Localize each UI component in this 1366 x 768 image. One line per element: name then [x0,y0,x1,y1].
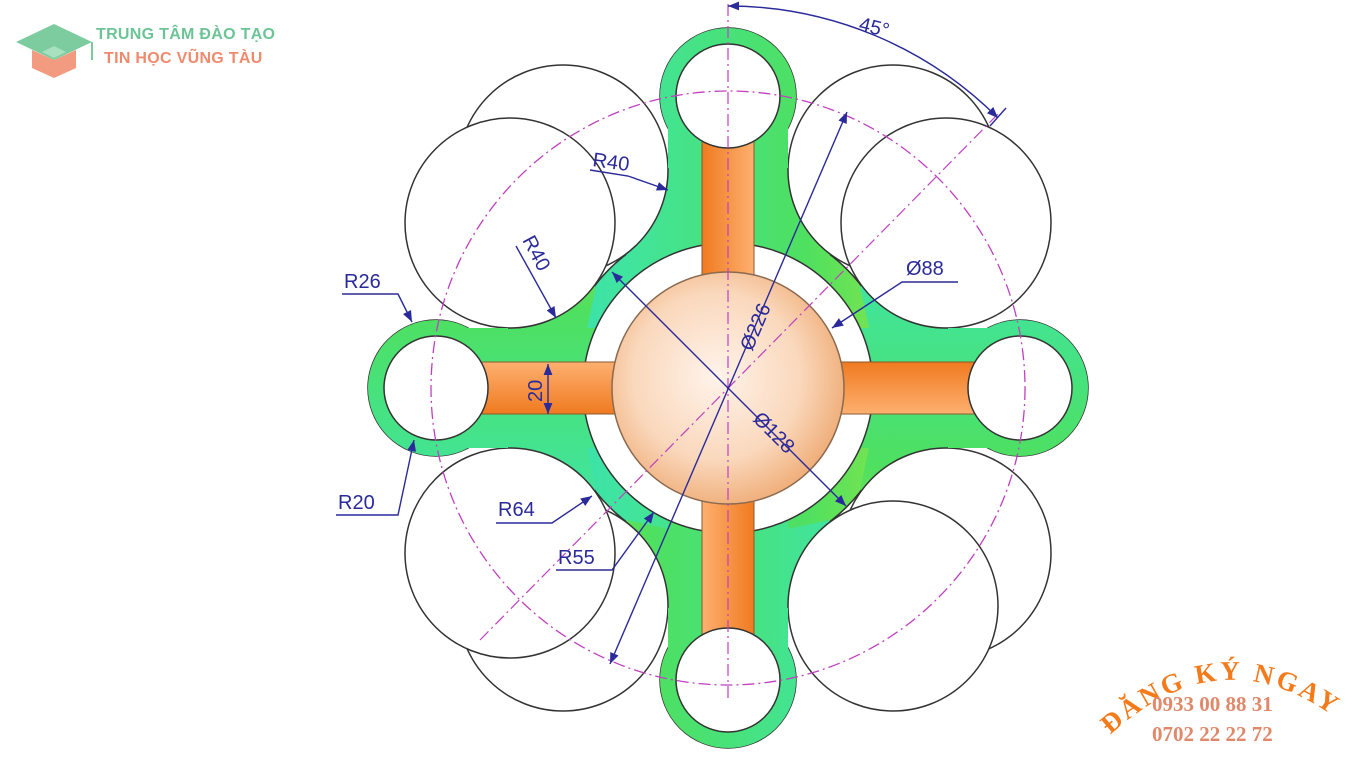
hole-right [967,335,1073,441]
d128-dimension-line [611,271,847,507]
r40-left-leader [515,245,557,319]
logo: TRUNG TÂM ĐÀO TẠO TIN HỌC VŨNG TÀU [14,20,304,80]
logo-line1: TRUNG TÂM ĐÀO TẠO [96,26,276,43]
r26-label: R26 [344,271,381,293]
angle-label: 45° [857,14,892,43]
r26-leader [342,293,413,323]
bar-right [835,361,987,415]
angle-extension-line [989,107,1007,127]
r40-top-leader [589,169,669,191]
r55-leader [556,511,655,571]
width20-label: 20 [525,380,547,402]
fillet-r40 [787,500,999,712]
logo-line2: TIN HỌC VŨNG TÀU [104,50,263,67]
hole-left [383,335,489,441]
fillet-r40 [840,117,1052,329]
d88-label: Ø88 [906,258,944,280]
r55-label: R55 [558,547,595,569]
bolt-circle-centerline [430,90,1026,686]
phone-number-1[interactable]: 0933 00 88 31 [1152,692,1273,716]
r20-label: R20 [338,492,375,514]
r40-top-label: R40 [591,149,630,176]
d88-leader [831,281,958,329]
r20-leader [336,439,417,516]
graduation-cap-icon [16,24,93,78]
fillet-r40 [404,117,616,329]
register-title-arc: ĐĂNG KÝ NGAY [1094,656,1343,740]
r64-label: R64 [498,499,535,521]
angle-dimension-arc [727,1,999,119]
phone-number-2[interactable]: 0702 22 22 72 [1152,722,1273,746]
register-promo[interactable]: ĐĂNG KÝ NGAY 0933 00 88 31 0702 22 22 72 [1090,640,1366,768]
r64-leader [496,495,593,524]
diagonal-centerline [479,111,1001,641]
